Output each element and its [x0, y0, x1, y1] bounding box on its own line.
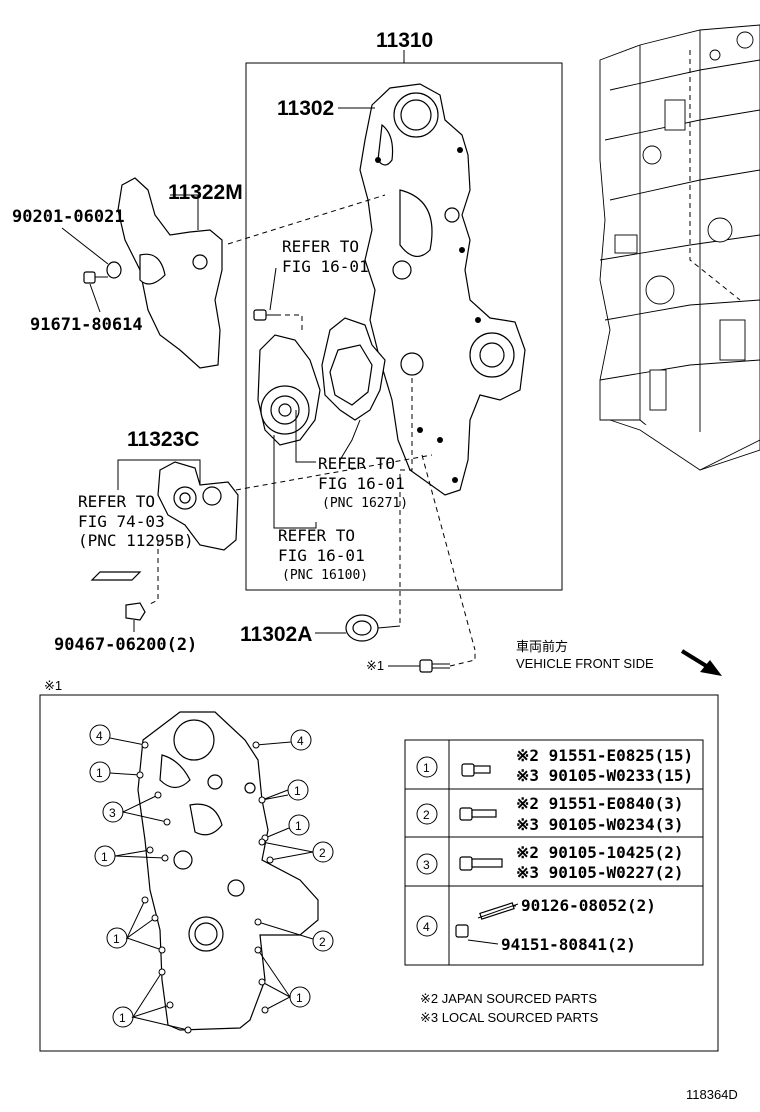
bolt-icon [83, 271, 108, 284]
engine-block-illustration [599, 24, 760, 471]
svg-text:4: 4 [297, 734, 304, 748]
row4-part-b: 94151-80841(2) [501, 935, 636, 954]
svg-text:1: 1 [119, 1011, 126, 1025]
washer-icon [106, 261, 122, 279]
stud-icon [477, 902, 519, 920]
row1-part-b: ※3 90105-W0233(15) [516, 766, 693, 785]
refer-upper-line2: FIG 16-01 [282, 257, 369, 276]
svg-text:4: 4 [423, 920, 430, 934]
bolt-icon [459, 856, 503, 871]
inset-cover-illustration [137, 711, 319, 1031]
svg-text:1: 1 [96, 766, 103, 780]
inset-mark: ※1 [44, 678, 62, 693]
svg-text:3: 3 [423, 858, 430, 872]
bolt-icon [419, 659, 450, 673]
row3-part-b: ※3 90105-W0227(2) [516, 863, 684, 882]
front-label-jp: 車両前方 [516, 639, 568, 654]
inset-callouts: 4 4 1 1 3 1 1 2 2 1 1 1 [89, 724, 334, 1031]
svg-text:1: 1 [296, 991, 303, 1005]
svg-text:1: 1 [295, 819, 302, 833]
refer-upper-line1: REFER TO [282, 237, 359, 256]
bolt-icon [459, 807, 497, 821]
label-oil-seal: 11302A [240, 623, 312, 646]
note-japan: ※2 JAPAN SOURCED PARTS [420, 991, 597, 1006]
refer-16100-line3: (PNC 16100) [282, 568, 368, 583]
svg-text:1: 1 [101, 850, 108, 864]
bolt-icon [455, 924, 469, 938]
row2-part-b: ※3 90105-W0234(3) [516, 815, 684, 834]
front-label-en: VEHICLE FRONT SIDE [516, 656, 654, 671]
label-bracket: 11323C [127, 428, 199, 451]
note-local: ※3 LOCAL SOURCED PARTS [420, 1010, 599, 1025]
figure-id: 118364D [686, 1087, 738, 1102]
gasket-strip-illustration [90, 571, 142, 581]
row2-part-a: ※2 91551-E0840(3) [516, 794, 684, 813]
row1-part-a: ※2 91551-E0825(15) [516, 746, 693, 765]
refer-16271-line1: REFER TO [318, 454, 395, 473]
refer-74-line1: REFER TO [78, 492, 155, 511]
plug-icon [125, 602, 146, 621]
bolt-icon [461, 763, 491, 777]
label-cover-assembly: 11310 [376, 29, 433, 52]
mark1-callout: ※1 [366, 658, 384, 673]
fastener-table: 1 2 3 4 ※2 91551-E0825(15) ※3 90105 [404, 739, 704, 966]
bracket-illustration [157, 461, 239, 551]
label-bolt-plate: 91671-80614 [30, 315, 143, 335]
row3-part-a: ※2 90105-10425(2) [516, 843, 684, 862]
refer-16100-line2: FIG 16-01 [278, 546, 365, 565]
svg-text:2: 2 [319, 846, 326, 860]
direction-arrow-icon [680, 649, 722, 676]
refer-16271-line3: (PNC 16271) [322, 496, 408, 511]
refer-74-line3: (PNC 11295B) [78, 531, 194, 550]
svg-text:3: 3 [109, 806, 116, 820]
inset-bolt-holes [136, 741, 274, 1034]
inset-frame [39, 694, 719, 1052]
water-pump-illustration [257, 317, 424, 446]
row4-part-a: 90126-08052(2) [521, 896, 656, 915]
timing-cover-illustration [359, 83, 526, 496]
label-plug: 90467-06200(2) [54, 635, 197, 655]
refer-74-line2: FIG 74-03 [78, 512, 165, 531]
label-timing-cover: 11302 [277, 97, 334, 120]
svg-text:1: 1 [113, 932, 120, 946]
svg-text:2: 2 [319, 935, 326, 949]
svg-text:4: 4 [96, 729, 103, 743]
svg-text:1: 1 [294, 784, 301, 798]
label-cover-plate: 11322M [168, 181, 243, 204]
bolt-icon [253, 309, 276, 321]
cover-plate-illustration [117, 177, 223, 369]
svg-text:1: 1 [423, 761, 430, 775]
label-washer: 90201-06021 [12, 207, 125, 227]
refer-16271-line2: FIG 16-01 [318, 474, 405, 493]
refer-16100-line1: REFER TO [278, 526, 355, 545]
svg-text:2: 2 [423, 808, 430, 822]
